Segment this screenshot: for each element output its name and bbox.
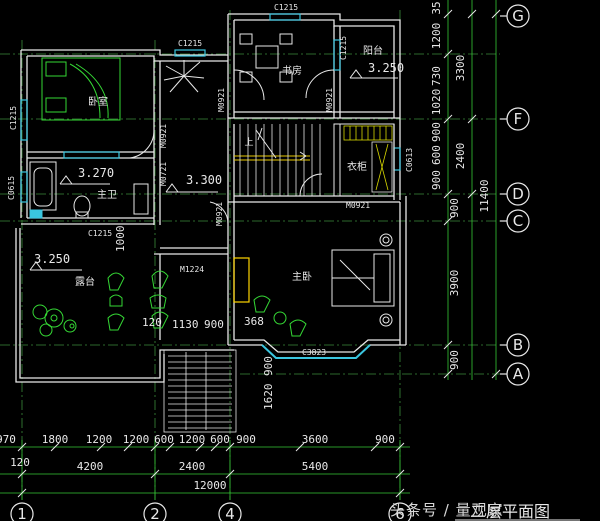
bottom-dim: 900 bbox=[236, 433, 256, 446]
right-dim: 3900 bbox=[448, 270, 461, 297]
room-label-bedroom: 卧室 bbox=[88, 95, 108, 108]
right-dim-total: 11400 bbox=[478, 179, 491, 212]
right-dim: 1200 bbox=[430, 23, 443, 50]
window-label-c0613: C0613 bbox=[405, 148, 414, 172]
bottom-dim: 4200 bbox=[77, 460, 104, 473]
windows bbox=[20, 13, 401, 359]
door-label-m0921-wardrobe: M0921 bbox=[346, 201, 370, 210]
door-label-m0721: M0721 bbox=[159, 162, 168, 186]
door-label-m0921-study-left: M0921 bbox=[217, 88, 226, 112]
window-label-c1215-bedroom: C1215 bbox=[9, 106, 18, 130]
room-label-master-bedroom: 主卧 bbox=[292, 270, 312, 283]
bottom-dim: 1200 bbox=[123, 433, 150, 446]
bottom-dim-total: 12000 bbox=[193, 479, 226, 492]
room-label-wardrobe: 衣柜 bbox=[347, 160, 367, 173]
dim-1000: 1000 bbox=[114, 226, 127, 253]
door-label-m0921-bedroom: M0921 bbox=[159, 124, 168, 148]
bottom-dim: 900 bbox=[375, 433, 395, 446]
bottom-dim: 600 bbox=[210, 433, 230, 446]
dimension-lines bbox=[0, 0, 497, 500]
axis-label-4: 4 bbox=[225, 505, 235, 521]
window-label-c1215-balcony: C1215 bbox=[339, 36, 348, 60]
right-dim-col2: 3300 bbox=[454, 55, 467, 82]
dimension-ticks bbox=[17, 9, 501, 498]
right-dim: 35 bbox=[430, 1, 443, 14]
axis-label-f: F bbox=[514, 110, 523, 128]
window-label-c3823: C3823 bbox=[302, 348, 326, 357]
furniture bbox=[29, 33, 395, 337]
right-dim: 730 bbox=[430, 66, 443, 86]
bottom-dim: 1800 bbox=[42, 433, 69, 446]
axis-label-a: A bbox=[513, 365, 524, 383]
bottom-dim: 1200 bbox=[86, 433, 113, 446]
right-dim: 900 bbox=[430, 170, 443, 190]
bottom-dim: 600 bbox=[154, 433, 174, 446]
grid-lines bbox=[0, 10, 500, 500]
dim-368: 368 bbox=[244, 315, 264, 328]
stair-up-label: 上 bbox=[244, 137, 253, 148]
axis-label-6: 6 bbox=[395, 505, 405, 521]
dim-1620: 1620 bbox=[262, 384, 275, 411]
axis-bubbles bbox=[10, 4, 530, 521]
window-label-c1215-bath: C1215 bbox=[88, 229, 112, 238]
bottom-dim: 970 bbox=[0, 433, 16, 446]
door-label-m1224: M1224 bbox=[180, 265, 204, 274]
axis-label-b: B bbox=[513, 336, 523, 354]
bottom-dim: 3600 bbox=[302, 433, 329, 446]
dim-900: 900 bbox=[204, 318, 224, 331]
right-dim: 600 bbox=[430, 145, 443, 165]
bottom-dim: 5400 bbox=[302, 460, 329, 473]
axis-label-d: D bbox=[512, 185, 524, 203]
watermark: 头条号 / 量观家 bbox=[390, 499, 590, 519]
right-dim: 1020 bbox=[430, 89, 443, 116]
room-label-master-bath: 主卫 bbox=[97, 189, 117, 201]
room-label-balcony: 阳台 bbox=[363, 44, 383, 57]
level-terrace: 3.250 bbox=[34, 252, 70, 266]
window-label-c1215-study: C1215 bbox=[178, 39, 202, 48]
walls bbox=[15, 13, 407, 383]
exterior-stair bbox=[163, 349, 237, 433]
room-label-study: 书房 bbox=[282, 64, 302, 77]
dim-1130: 1130 bbox=[172, 318, 199, 331]
axis-label-1: 1 bbox=[17, 505, 27, 521]
axis-label-c: C bbox=[513, 212, 523, 230]
level-hall: 3.300 bbox=[186, 173, 222, 187]
bottom-dim: 120 bbox=[10, 456, 30, 469]
right-dim: 900 bbox=[448, 198, 461, 218]
door-label-m0921-master: M0921 bbox=[215, 202, 224, 226]
drawing-title: 二层平面图 bbox=[470, 502, 550, 521]
level-balcony: 3.250 bbox=[368, 61, 404, 75]
axis-label-2: 2 bbox=[150, 505, 160, 521]
wardrobe-hatch bbox=[343, 125, 393, 193]
watermark-text: 头条号 / 量观家 bbox=[390, 501, 504, 519]
bottom-dim: 1200 bbox=[179, 433, 206, 446]
level-bath: 3.270 bbox=[78, 166, 114, 180]
dim-120: 120 bbox=[142, 316, 162, 329]
window-label-c0615: C0615 bbox=[7, 176, 16, 200]
right-dim: 900 bbox=[430, 122, 443, 142]
room-label-terrace: 露台 bbox=[75, 275, 95, 288]
dim-900-vertical: 900 bbox=[262, 356, 275, 376]
staircase bbox=[234, 123, 395, 197]
door-label-m0921-study-right: M0921 bbox=[325, 88, 334, 112]
bottom-dim: 2400 bbox=[179, 460, 206, 473]
axis-label-g: G bbox=[512, 7, 524, 25]
right-dim-col2: 2400 bbox=[454, 143, 467, 170]
window-label-c1215-top: C1215 bbox=[274, 3, 298, 12]
level-markers bbox=[29, 69, 398, 271]
right-dim: 900 bbox=[448, 350, 461, 370]
